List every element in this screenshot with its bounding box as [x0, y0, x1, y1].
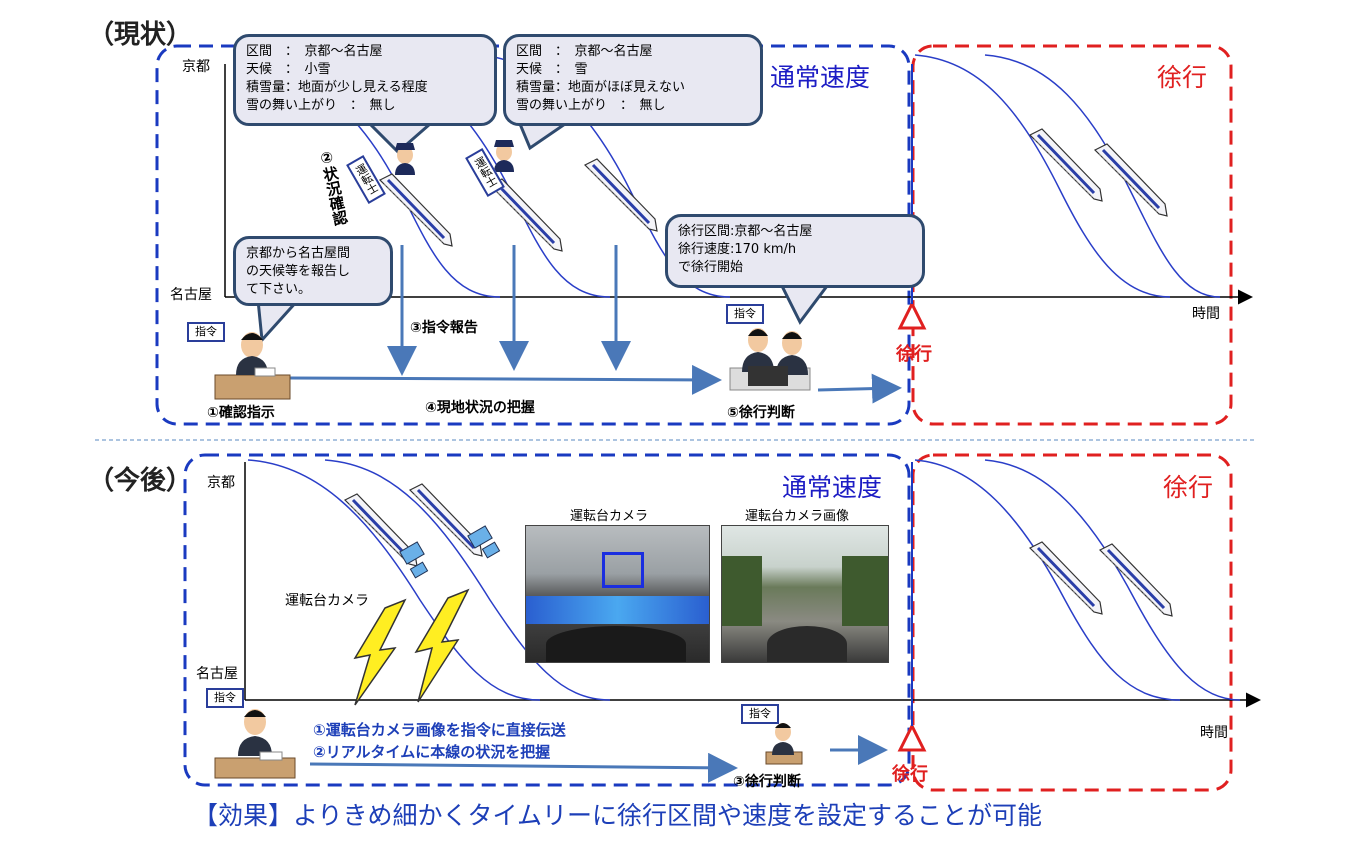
train-icon: [1093, 142, 1169, 218]
weather-callout-1: 区間 ： 京都〜名古屋 天候 ： 小雪 積雪量：地面が少し見える程度 雪の舞い上…: [233, 34, 497, 126]
dispatch-tag: 指令: [741, 704, 779, 724]
train-icon: [1028, 127, 1104, 203]
future-normal-speed-label: 通常速度: [782, 473, 883, 502]
dispatch-tag: 指令: [187, 322, 225, 342]
axis-time: 時間: [1192, 306, 1220, 322]
camera-label: 運転台カメラ: [285, 593, 369, 609]
cab-camera-image-photo: [721, 525, 889, 663]
instruction-callout: 京都から名古屋間 の天候等を報告し て下さい。: [233, 236, 393, 306]
step-5-label: ⑤徐行判断: [727, 405, 795, 421]
dispatch-tag: 指令: [206, 688, 244, 708]
axis-kyoto: 京都: [207, 475, 235, 491]
effect-text: 【効果】よりきめ細かくタイムリーに徐行区間や速度を設定することが可能: [193, 801, 1043, 830]
train-icon: [488, 177, 564, 253]
axis-nagoya: 名古屋: [196, 666, 238, 682]
camera-icon: [399, 541, 429, 579]
dispatcher-person-icon: [214, 332, 291, 400]
train-icon: [583, 157, 659, 233]
future-normal-zone: [183, 453, 911, 787]
train-icon: [408, 482, 484, 558]
step-3-label: ③指令報告: [410, 320, 478, 336]
future-slow-zone: [911, 453, 1233, 792]
slow-marker-label: 徐行: [896, 344, 932, 365]
future-section-title: （今後）: [88, 466, 193, 496]
train-icon: [1098, 542, 1174, 618]
photo2-title: 運転台カメラ画像: [745, 509, 850, 524]
current-slow-label: 徐行: [1157, 63, 1208, 92]
current-section-title: （現状）: [88, 20, 193, 50]
slow-start-triangle: [897, 300, 927, 330]
axis-kyoto: 京都: [182, 59, 210, 75]
step-4-label: ④現地状況の把握: [425, 400, 535, 416]
axis-time: 時間: [1200, 725, 1228, 741]
dispatch-tag: 指令: [726, 304, 764, 324]
train-icon: [378, 172, 454, 248]
cab-camera-photo: [525, 525, 710, 663]
weather-callout-2: 区間 ： 京都〜名古屋 天候 ： 雪 積雪量：地面がほぼ見えない 雪の舞い上がり…: [503, 34, 763, 126]
slow-marker-label: 徐行: [892, 764, 928, 785]
photo1-title: 運転台カメラ: [570, 509, 649, 524]
lightning-icon: [414, 588, 470, 703]
report-arrows: [289, 245, 902, 404]
camera-icon: [467, 525, 501, 559]
future-slow-label: 徐行: [1163, 473, 1214, 502]
slow-order-callout: 徐行区間:京都〜名古屋 徐行速度:170 km/h で徐行開始: [665, 214, 925, 288]
dispatcher-person-icon: [214, 709, 296, 779]
dispatcher-person-icon: [765, 723, 803, 765]
driver-icon: [395, 143, 415, 175]
axis-nagoya: 名古屋: [170, 287, 212, 303]
lightning-icon: [353, 598, 407, 706]
slow-start-triangle: [897, 722, 927, 752]
driver-icon: [494, 140, 514, 172]
current-slow-zone: [911, 44, 1233, 426]
future-step-3: ③徐行判断: [733, 774, 801, 790]
future-step-1: ①運転台カメラ画像を指令に直接伝送: [313, 721, 566, 739]
step-1-label: ①確認指示: [207, 405, 275, 421]
future-train-curves: [247, 459, 1241, 701]
dispatchers-icon: [729, 328, 811, 391]
future-step-2: ②リアルタイムに本線の状況を把握: [313, 743, 551, 761]
current-normal-speed-label: 通常速度: [770, 63, 871, 92]
